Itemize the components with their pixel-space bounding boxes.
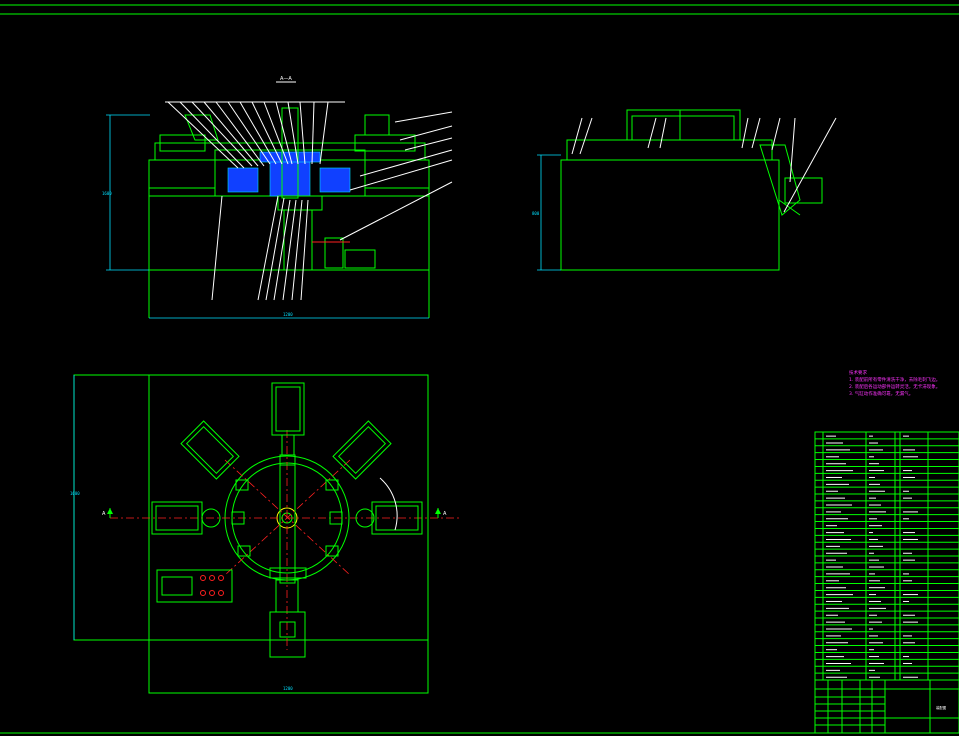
- notes-heading: 技术要求: [849, 369, 867, 376]
- part-leader-lines-top: [165, 101, 453, 241]
- svg-text:1600: 1600: [102, 191, 112, 196]
- section-marker-left: A: [102, 511, 106, 517]
- plan-view: 1600 1200: [70, 374, 460, 694]
- front-section-view: A—A 1600 1200: [102, 76, 453, 319]
- side-view-leaders: [571, 117, 837, 213]
- svg-text:800: 800: [532, 211, 540, 216]
- parts-list-table: [814, 431, 959, 681]
- notes-line-3: 3. 气缸动作准确可靠，无漏气。: [849, 390, 913, 397]
- technical-notes: 技术要求 1. 装配前所有零件清洗干净，去除毛刺飞边。 2. 装配后各运动部件运…: [849, 369, 940, 397]
- notes-line-2: 2. 装配后各运动部件运转灵活，无卡滞现象。: [849, 383, 940, 390]
- title-block: 装配图: [814, 679, 959, 734]
- notes-line-1: 1. 装配前所有零件清洗干净，去除毛刺飞边。: [849, 376, 940, 383]
- side-view: 800: [532, 109, 837, 271]
- title-block-title: 装配图: [936, 705, 947, 710]
- drawing-frame: [0, 4, 959, 734]
- part-leader-lines-bottom: [211, 195, 309, 301]
- section-marker-right: A: [443, 511, 447, 517]
- svg-text:1200: 1200: [283, 312, 293, 317]
- section-label-a-a: A—A: [280, 76, 292, 82]
- svg-text:1200: 1200: [283, 686, 293, 691]
- svg-text:1600: 1600: [70, 491, 80, 496]
